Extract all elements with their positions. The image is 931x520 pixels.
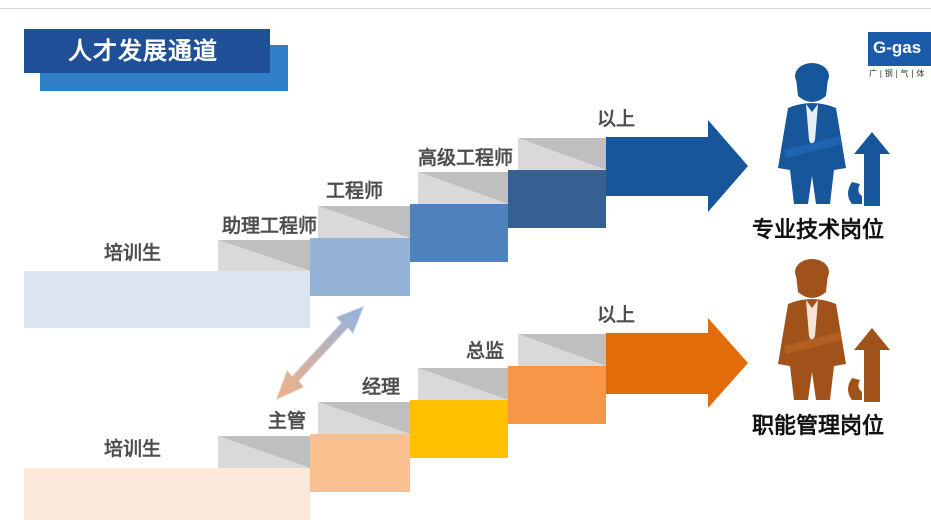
tech-fold-2-shade xyxy=(318,206,410,238)
transfer-double-arrow xyxy=(275,305,365,401)
top-divider xyxy=(0,8,931,9)
mgmt-fold-2-shade xyxy=(318,402,410,434)
mgmt-fold-1-shade xyxy=(218,436,310,468)
tech-step-senior-engineer xyxy=(508,170,606,228)
up-arrow-hook xyxy=(848,378,862,400)
tech-arrow xyxy=(606,120,748,212)
mgmt-step-manager xyxy=(410,400,508,458)
tech-destination-label: 专业技术岗位 xyxy=(752,218,885,243)
up-arrow-hook xyxy=(848,182,862,204)
tech-fold-4-shade xyxy=(518,138,606,170)
mgmt-step-label: 培训生 xyxy=(104,438,162,460)
mgmt-step-director xyxy=(508,366,606,424)
technical-track xyxy=(24,120,748,328)
up-arrow-icon xyxy=(854,328,890,402)
businessman-icon xyxy=(778,259,846,400)
mgmt-step-supervisor xyxy=(310,434,410,492)
tech-arrow-label: 以上 xyxy=(597,108,636,130)
tech-step-engineer xyxy=(410,204,508,262)
mgmt-arrow-label: 以上 xyxy=(597,304,636,326)
mgmt-fold-4-shade xyxy=(518,334,606,366)
logo-wordmark: G-gas xyxy=(868,32,931,66)
mgmt-step-label: 主管 xyxy=(268,410,307,432)
mgmt-destination-label: 职能管理岗位 xyxy=(752,414,885,439)
management-track xyxy=(24,318,748,520)
tech-step-assistant-engineer xyxy=(310,238,410,296)
up-arrow-icon xyxy=(854,132,890,206)
tech-step-label: 培训生 xyxy=(104,242,162,264)
tech-step-trainee xyxy=(24,271,310,328)
company-logo: G-gas 广 | 钢 | 气 | 体 xyxy=(868,32,931,79)
logo-subtitle: 广 | 钢 | 气 | 体 xyxy=(869,69,925,78)
mgmt-arrow xyxy=(606,318,748,408)
mgmt-step-label: 总监 xyxy=(466,340,505,362)
tech-fold-1-shade xyxy=(218,240,310,271)
tech-step-label: 工程师 xyxy=(326,180,384,202)
tech-fold-3-shade xyxy=(418,172,508,204)
tech-step-label: 助理工程师 xyxy=(222,215,318,237)
tech-step-label: 高级工程师 xyxy=(418,147,514,169)
mgmt-fold-3-shade xyxy=(418,368,508,400)
mgmt-step-label: 经理 xyxy=(362,376,401,398)
page-title: 人才发展通道 xyxy=(24,29,270,73)
businessman-icon xyxy=(778,63,846,204)
mgmt-step-trainee xyxy=(24,468,310,520)
